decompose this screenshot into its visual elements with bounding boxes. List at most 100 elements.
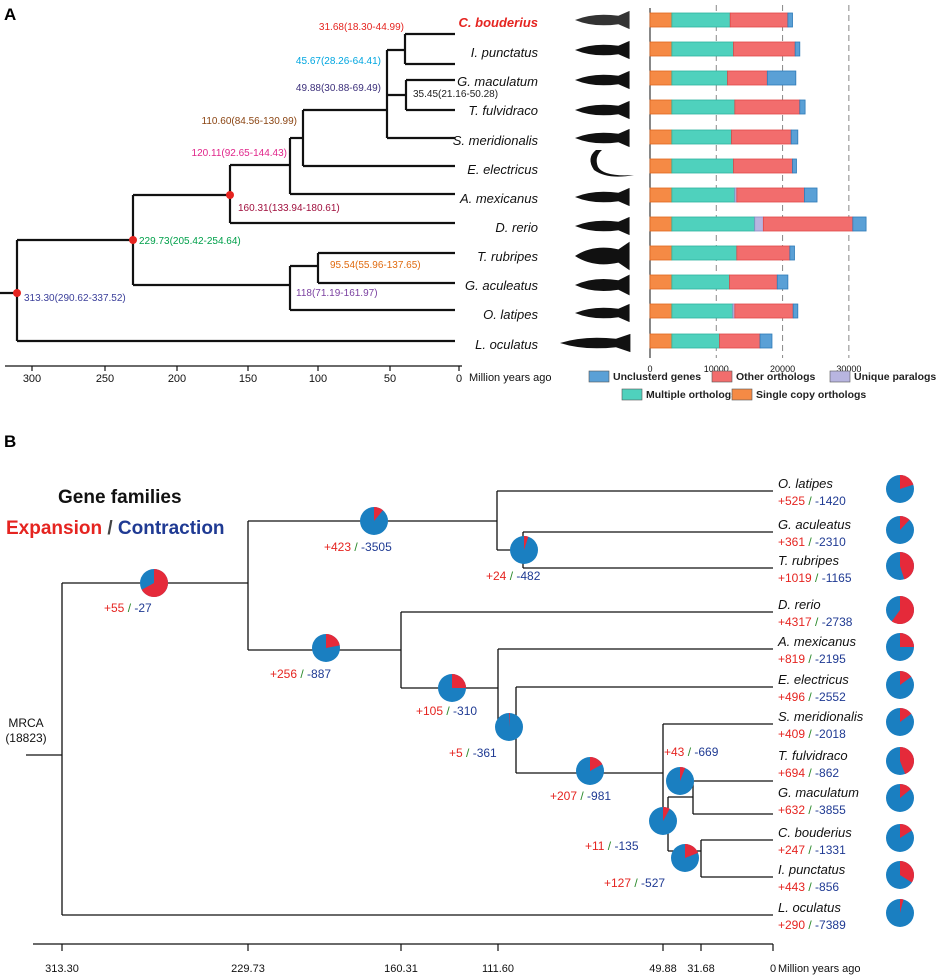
legend-swatch	[731, 388, 753, 401]
expansion-count: +409	[778, 727, 805, 741]
node-age-label: 95.54(55.96-137.65)	[330, 260, 421, 271]
leaf-change-counts: +409 / -2018	[778, 727, 846, 741]
pie-expansion-slice	[900, 824, 912, 838]
species-label-a: G. aculeatus	[465, 278, 538, 293]
time-tick-label-b: 160.31	[384, 963, 418, 975]
node-age-label: 45.67(28.26-64.41)	[296, 56, 381, 67]
pie-expansion-slice	[900, 899, 904, 913]
expansion-count: +43	[664, 745, 685, 759]
expansion-count: +443	[778, 880, 805, 894]
pie-expansion-slice	[452, 674, 466, 688]
count-separator: /	[463, 746, 473, 760]
expansion-count: +496	[778, 690, 805, 704]
time-tick-label-a: 50	[384, 373, 396, 385]
species-label-a: O. latipes	[483, 307, 538, 322]
internal-node-pie-chart	[649, 807, 677, 835]
fish-silhouette-icon	[575, 216, 630, 236]
leaf-pie-chart	[886, 516, 914, 544]
bar-segment	[787, 12, 793, 28]
internal-change-counts: +207 / -981	[550, 789, 611, 803]
bar-segment	[792, 303, 799, 319]
expansion-count: +11	[585, 839, 605, 853]
leaf-species-label: S. meridionalis	[778, 709, 864, 724]
time-tick-label-b: 0	[770, 963, 776, 975]
leaf-change-counts: +443 / -856	[778, 880, 839, 894]
leaf-change-counts: +496 / -2552	[778, 690, 846, 704]
bar-segment	[794, 41, 801, 57]
bar-segment	[649, 216, 673, 232]
count-separator: /	[805, 652, 815, 666]
panel-b-phylogeny	[26, 490, 773, 916]
legend-label: Other orthologs	[736, 371, 815, 383]
leaf-change-counts: +247 / -1331	[778, 843, 846, 857]
species-label-a: T. fulvidraco	[468, 103, 538, 118]
bar-segment	[733, 41, 796, 57]
bar-segment	[649, 333, 673, 349]
pie-expansion-slice	[900, 747, 914, 775]
count-separator: /	[351, 540, 361, 554]
bar-segment	[649, 187, 673, 203]
pie-expansion-slice	[663, 807, 670, 821]
leaf-species-label: G. maculatum	[778, 785, 859, 800]
internal-node-pie-chart	[666, 767, 694, 795]
expansion-count: +127	[604, 876, 631, 890]
leaf-pie-chart	[886, 899, 914, 927]
contraction-count: -482	[516, 569, 540, 583]
leaf-pie-chart	[886, 671, 914, 699]
panel-b-internal-nodes: +55 / -27+423 / -3505+24 / -482+256 / -8…	[104, 507, 719, 890]
count-separator: /	[443, 704, 453, 718]
bar-segment	[671, 245, 738, 261]
contraction-count: -135	[614, 839, 638, 853]
panel-a-label: A	[4, 5, 16, 24]
count-separator: /	[805, 535, 815, 549]
bar-segment	[649, 129, 673, 145]
leaf-pie-chart	[886, 824, 914, 852]
expansion-count: +5	[449, 746, 463, 760]
species-label-a: I. punctatus	[471, 45, 539, 60]
time-tick-label-b: 111.60	[482, 963, 514, 975]
pie-expansion-slice	[685, 844, 699, 858]
time-tick-label-a: 100	[309, 373, 327, 385]
leaf-pie-chart	[886, 708, 914, 736]
expansion-count: +24	[486, 569, 507, 583]
count-separator: /	[805, 727, 815, 741]
contraction-count: -27	[134, 601, 152, 615]
contraction-count: -2552	[815, 690, 846, 704]
leaf-change-counts: +4317 / -2738	[778, 615, 853, 629]
bar-segment	[766, 70, 797, 86]
pie-expansion-slice	[326, 634, 340, 648]
fish-silhouette-icon	[575, 40, 630, 60]
leaf-change-counts: +525 / -1420	[778, 494, 846, 508]
panel-a-phylogeny	[0, 32, 455, 343]
bar-segment	[799, 99, 806, 115]
bar-segment	[671, 41, 734, 57]
time-tick-label-a: 200	[168, 373, 186, 385]
contraction-count: -1165	[822, 571, 852, 585]
contraction-count: -1420	[815, 494, 846, 508]
leaf-species-label: G. aculeatus	[778, 517, 851, 532]
species-label-a: E. electricus	[467, 162, 538, 177]
leaf-pie-chart	[886, 596, 914, 624]
leaf-species-label: D. rerio	[778, 597, 821, 612]
bar-segment	[729, 12, 789, 28]
pie-expansion-slice	[900, 784, 911, 798]
count-separator: /	[604, 839, 614, 853]
count-separator: /	[297, 667, 307, 681]
gene-axis-tick-label: 0	[647, 364, 652, 374]
leaf-pie-chart	[886, 861, 915, 889]
contraction-count: -887	[307, 667, 331, 681]
bar-segment	[727, 70, 768, 86]
bar-segment	[852, 216, 867, 232]
species-label-a: C. bouderius	[459, 15, 538, 30]
bar-segment	[776, 274, 789, 290]
node-age-label: 118(71.19-161.97)	[296, 288, 378, 299]
bar-segment	[734, 303, 794, 319]
bar-segment	[649, 303, 673, 319]
leaf-pie-chart	[886, 475, 914, 503]
bar-segment	[649, 99, 673, 115]
bar-segment	[649, 245, 673, 261]
legend-swatch	[588, 370, 610, 383]
